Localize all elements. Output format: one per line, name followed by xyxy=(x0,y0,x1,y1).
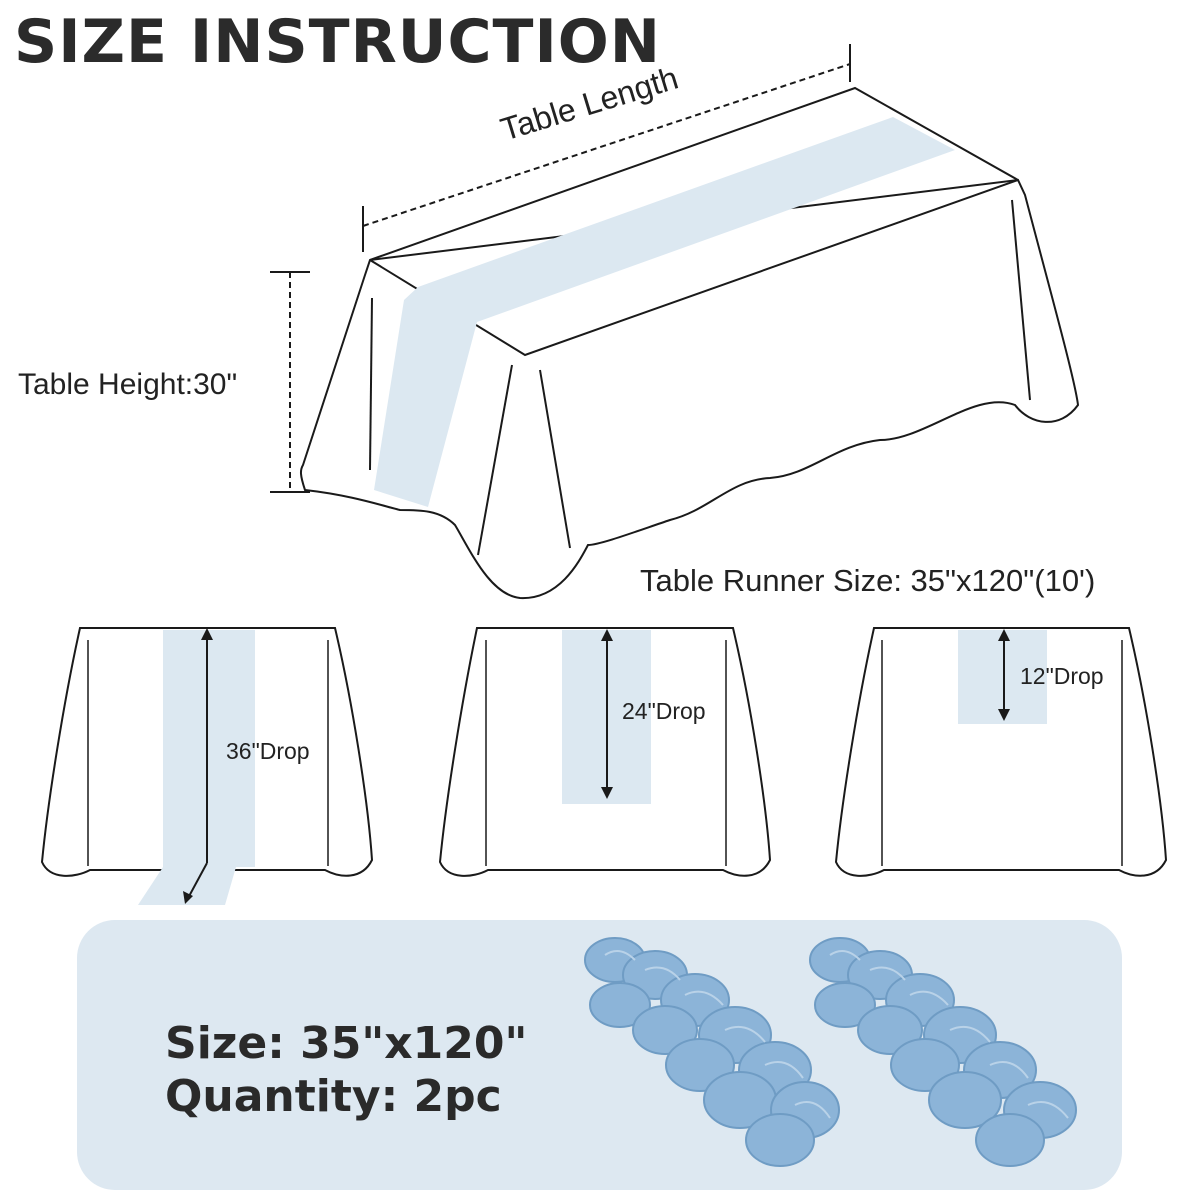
folded-runner-icon xyxy=(809,937,1077,1167)
product-info: Size: 35"x120" Quantity: 2pc xyxy=(165,1018,527,1124)
drop-12-table xyxy=(834,627,1168,877)
page-title: SIZE INSTRUCTION xyxy=(14,7,662,77)
drop-12-label: 12"Drop xyxy=(1020,663,1104,689)
table-height-label: Table Height:30" xyxy=(18,368,238,401)
size-text: Size: 35"x120" xyxy=(165,1018,528,1069)
drop-24-table xyxy=(438,627,772,877)
main-table-runner xyxy=(374,117,955,507)
folded-runner-icon xyxy=(584,937,840,1167)
table-diagram xyxy=(40,44,1168,905)
table-length-dimension xyxy=(362,44,851,252)
quantity-text: Quantity: 2pc xyxy=(165,1070,502,1122)
table-height-dimension xyxy=(270,271,310,493)
runner-size-label: Table Runner Size: 35"x120"(10') xyxy=(640,563,1096,598)
drop-24-label: 24"Drop xyxy=(622,698,706,724)
drop-36-table xyxy=(40,627,374,905)
drop-36-label: 36"Drop xyxy=(226,738,310,764)
